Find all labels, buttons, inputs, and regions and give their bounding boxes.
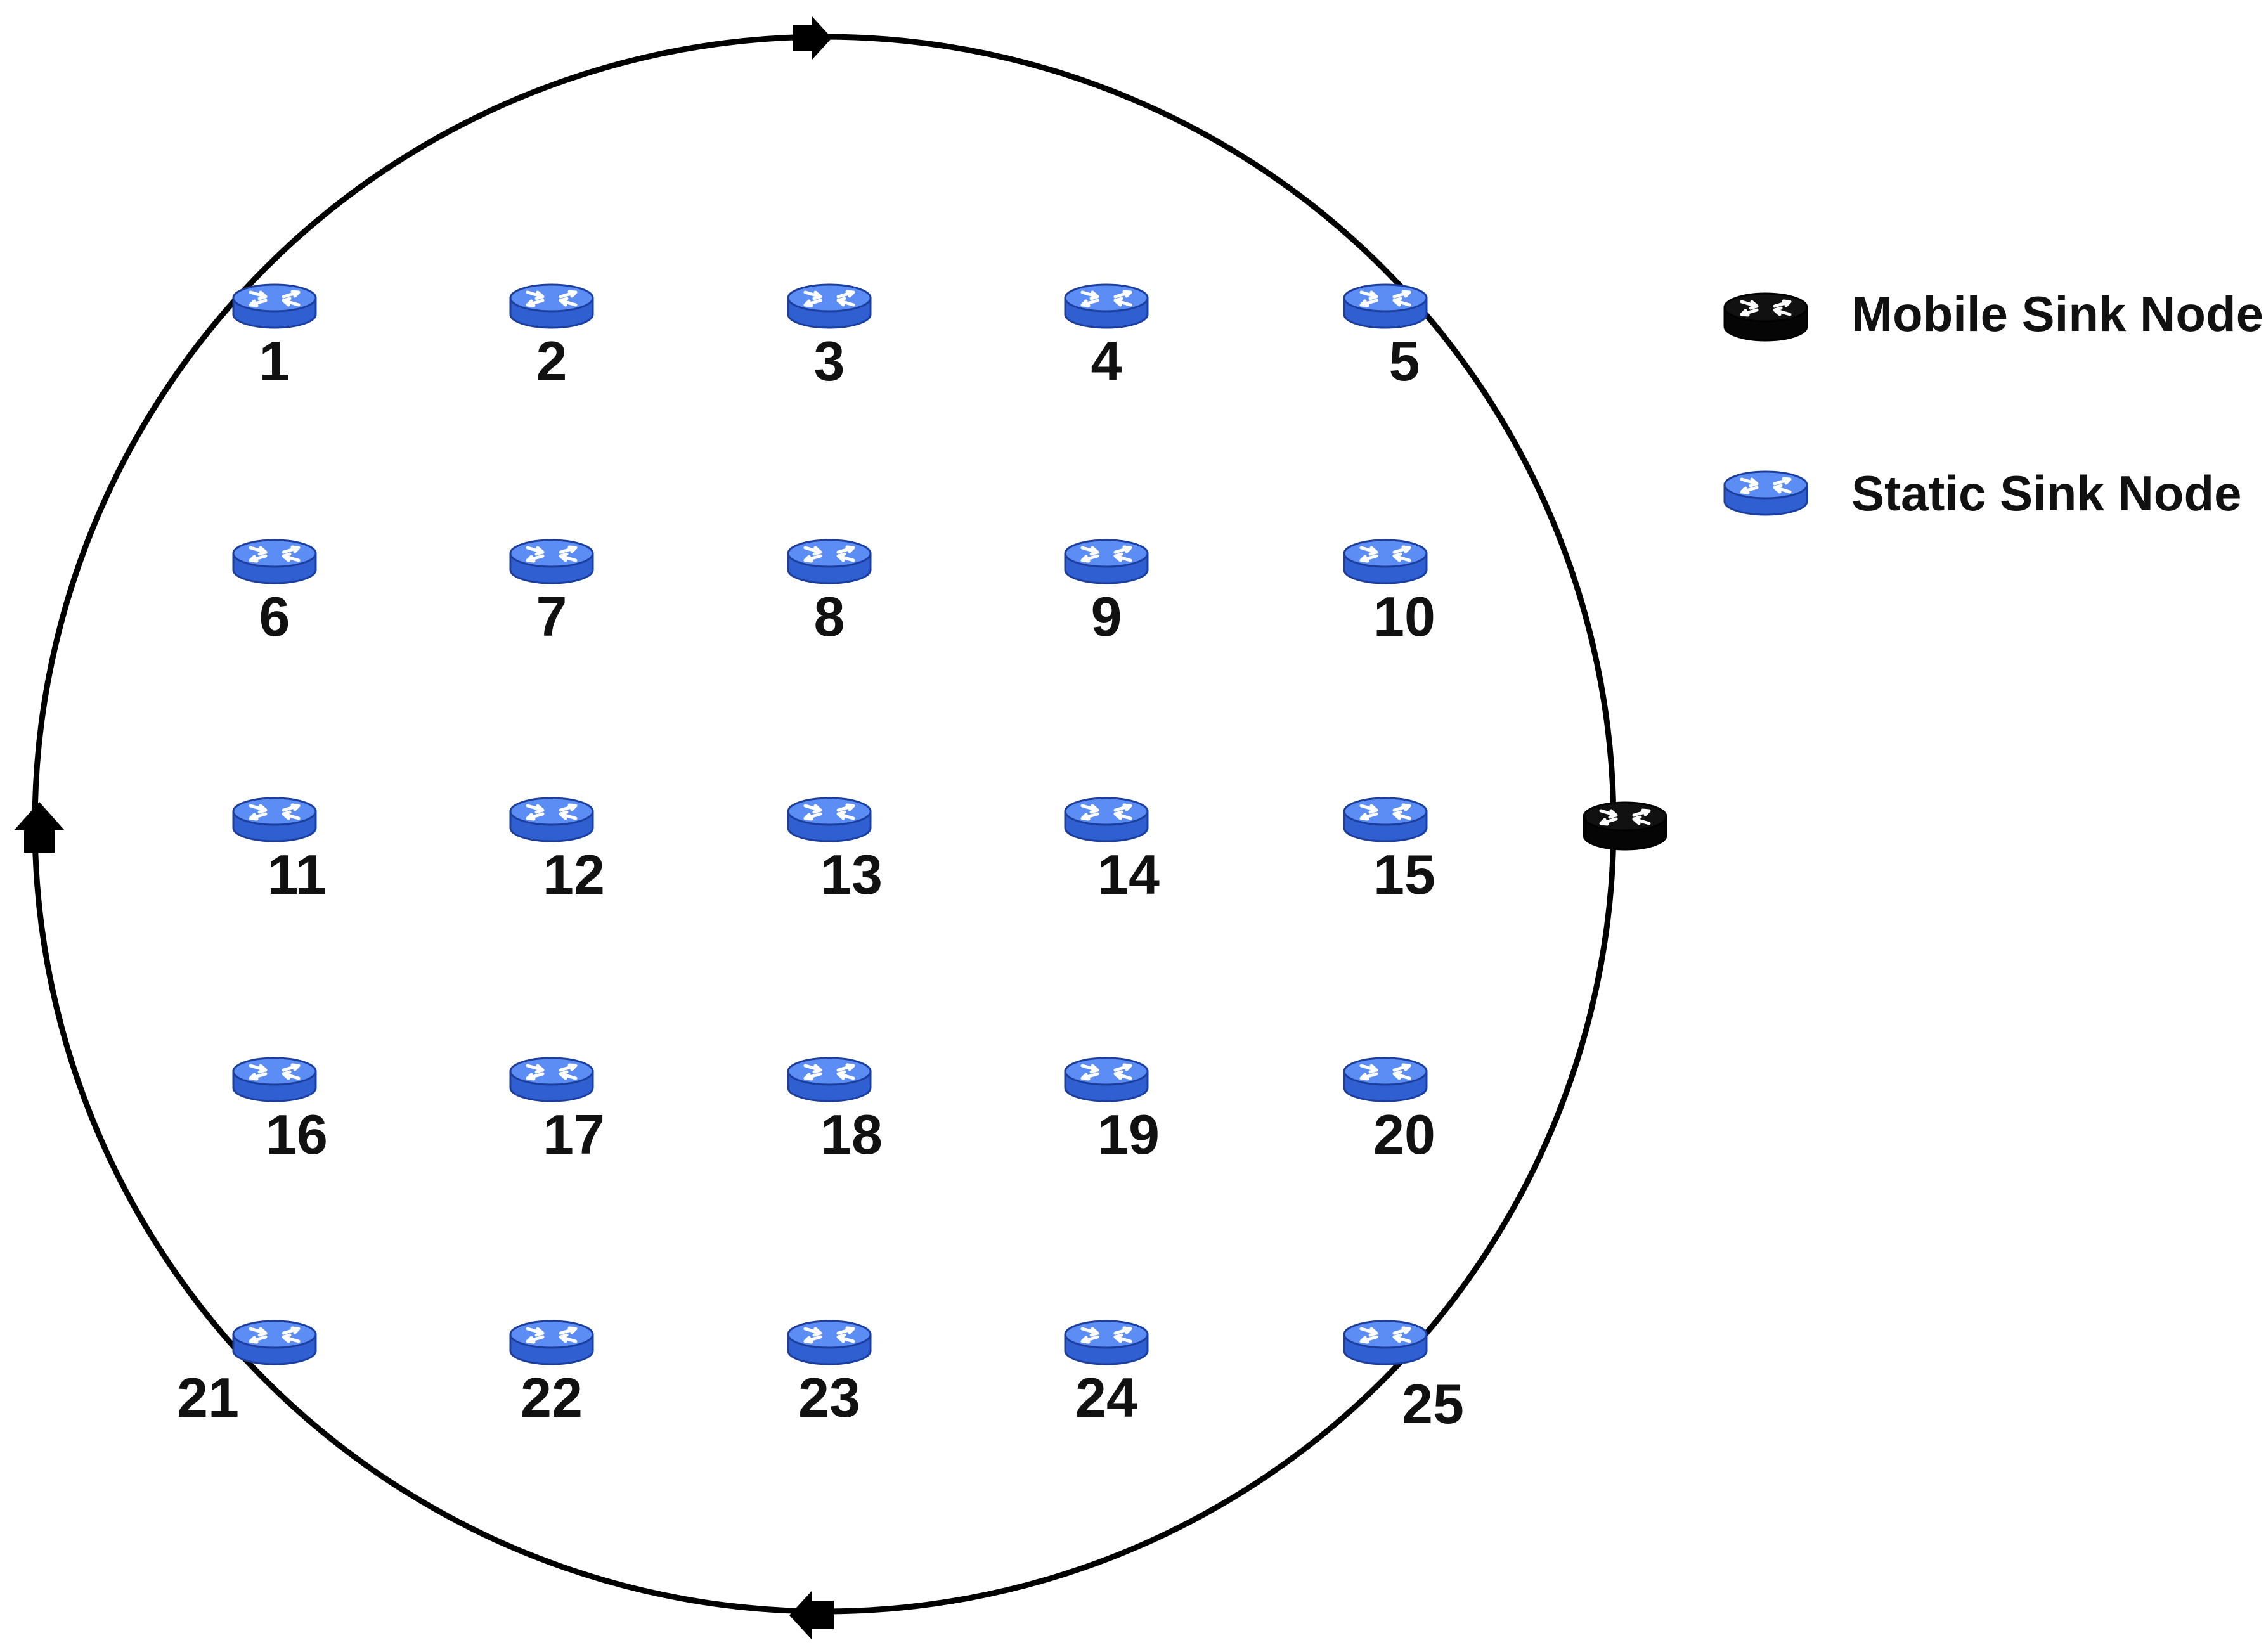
static-sink-node-19: 19 bbox=[1065, 1058, 1160, 1166]
static-sink-node-12: 12 bbox=[510, 798, 605, 906]
router-icon bbox=[1344, 540, 1427, 583]
static-sink-node-15: 15 bbox=[1344, 798, 1435, 906]
static-sink-node-6: 6 bbox=[233, 540, 316, 648]
router-icon bbox=[1065, 798, 1148, 841]
node-label: 13 bbox=[820, 843, 883, 906]
router-icon bbox=[1065, 540, 1148, 583]
node-label: 8 bbox=[814, 585, 845, 648]
node-label: 10 bbox=[1373, 585, 1435, 648]
node-label: 23 bbox=[798, 1366, 860, 1429]
node-label: 18 bbox=[820, 1103, 883, 1166]
static-sink-node-10: 10 bbox=[1344, 540, 1435, 648]
node-label: 12 bbox=[543, 843, 605, 906]
node-label: 24 bbox=[1075, 1366, 1137, 1429]
router-icon bbox=[788, 798, 871, 841]
static-sink-node-7: 7 bbox=[510, 540, 593, 648]
legend-mobile-label: Mobile Sink Node bbox=[1851, 286, 2263, 342]
node-label: 20 bbox=[1373, 1103, 1435, 1166]
static-sink-node-25: 25 bbox=[1344, 1321, 1464, 1435]
legend-static-icon bbox=[1725, 472, 1807, 515]
static-sink-node-8: 8 bbox=[788, 540, 871, 648]
router-icon bbox=[233, 1058, 316, 1101]
node-label: 22 bbox=[521, 1366, 583, 1429]
arrow-bottom-icon bbox=[789, 1591, 834, 1639]
static-sink-node-5: 5 bbox=[1344, 285, 1427, 392]
static-sink-node-11: 11 bbox=[233, 798, 327, 906]
node-label: 17 bbox=[543, 1103, 605, 1166]
legend-mobile-icon bbox=[1725, 294, 1807, 340]
static-sink-node-4: 4 bbox=[1065, 285, 1148, 392]
static-sink-node-3: 3 bbox=[788, 285, 871, 392]
node-label: 3 bbox=[814, 330, 845, 392]
static-sink-node-21: 21 bbox=[177, 1321, 316, 1429]
node-label: 21 bbox=[177, 1366, 239, 1429]
router-icon bbox=[510, 1058, 593, 1101]
node-label: 7 bbox=[536, 585, 567, 648]
node-label: 25 bbox=[1402, 1372, 1464, 1435]
router-icon bbox=[1344, 798, 1427, 841]
router-icon bbox=[1344, 1058, 1427, 1101]
router-icon bbox=[510, 540, 593, 583]
node-label: 9 bbox=[1091, 585, 1122, 648]
router-icon bbox=[233, 1321, 316, 1364]
node-label: 4 bbox=[1091, 330, 1122, 392]
node-label: 16 bbox=[266, 1103, 328, 1166]
node-label: 2 bbox=[536, 330, 567, 392]
router-icon bbox=[1344, 285, 1427, 328]
static-sink-node-9: 9 bbox=[1065, 540, 1148, 648]
router-icon bbox=[1065, 1321, 1148, 1364]
router-icon bbox=[1065, 1058, 1148, 1101]
router-icon bbox=[788, 285, 871, 328]
static-sink-node-17: 17 bbox=[510, 1058, 605, 1166]
static-sink-node-20: 20 bbox=[1344, 1058, 1435, 1166]
node-label: 5 bbox=[1389, 330, 1420, 392]
node-label: 19 bbox=[1097, 1103, 1160, 1166]
node-label: 15 bbox=[1373, 843, 1435, 906]
router-icon bbox=[788, 1321, 871, 1364]
arrow-top-icon bbox=[793, 16, 832, 60]
static-sink-node-18: 18 bbox=[788, 1058, 883, 1166]
node-label: 14 bbox=[1097, 843, 1160, 906]
router-icon bbox=[510, 798, 593, 841]
router-icon bbox=[1344, 1321, 1427, 1364]
router-icon bbox=[510, 1321, 593, 1364]
router-icon bbox=[233, 285, 316, 328]
router-icon bbox=[1065, 285, 1148, 328]
router-icon bbox=[233, 540, 316, 583]
node-label: 6 bbox=[259, 585, 290, 648]
legend-static-label: Static Sink Node bbox=[1851, 465, 2241, 521]
router-icon bbox=[233, 798, 316, 841]
static-sink-node-2: 2 bbox=[510, 285, 593, 392]
legend: Mobile Sink Node Static Sink Node bbox=[1725, 286, 2263, 521]
mobile-sink-node bbox=[1584, 803, 1666, 849]
static-sink-node-16: 16 bbox=[233, 1058, 328, 1166]
static-sink-node-22: 22 bbox=[510, 1321, 593, 1429]
static-sink-node-14: 14 bbox=[1065, 798, 1160, 906]
node-label: 11 bbox=[267, 843, 326, 906]
node-label: 1 bbox=[259, 330, 290, 392]
static-sink-node-13: 13 bbox=[788, 798, 883, 906]
static-sink-node-23: 23 bbox=[788, 1321, 871, 1429]
static-sink-node-24: 24 bbox=[1065, 1321, 1148, 1429]
router-icon bbox=[788, 1058, 871, 1101]
router-icon bbox=[510, 285, 593, 328]
static-sink-node-1: 1 bbox=[233, 285, 316, 392]
router-icon bbox=[788, 540, 871, 583]
arrow-left-icon bbox=[14, 802, 65, 853]
